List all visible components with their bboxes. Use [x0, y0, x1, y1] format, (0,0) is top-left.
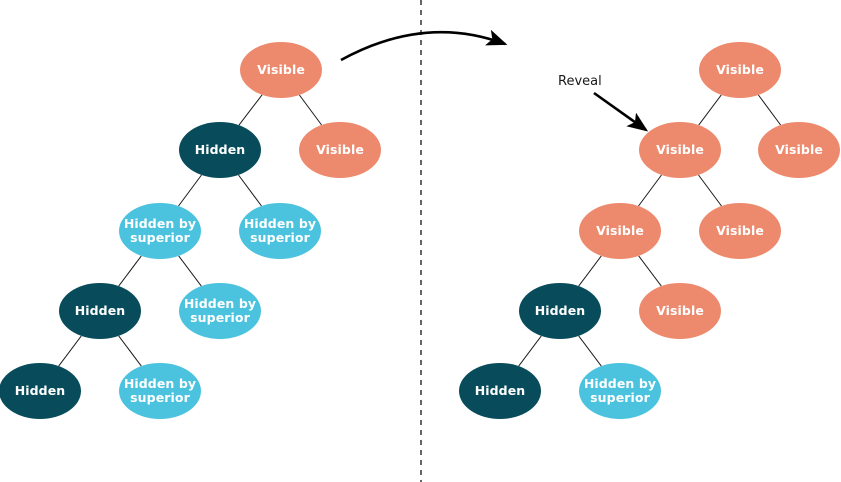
tree-node-visible[interactable]: Visible [240, 42, 322, 98]
tree-node-hidden[interactable]: Hidden [519, 283, 601, 339]
tree-edge [638, 174, 662, 207]
tree-node-label: Hidden by superior [583, 376, 657, 405]
right-tree-edges [518, 94, 782, 367]
tree-node-label: Visible [316, 142, 364, 157]
tree-node-label: Hidden [74, 303, 126, 318]
tree-node-label: Visible [716, 223, 764, 238]
tree-edge [178, 174, 202, 207]
tree-node-visible[interactable]: Visible [699, 42, 781, 98]
tree-edge [578, 255, 602, 287]
tree-node-label: Hidden [14, 383, 66, 398]
tree-node-hidden-by-superior[interactable]: Hidden by superior [179, 283, 261, 339]
tree-node-label: Visible [656, 303, 704, 318]
tree-node-visible[interactable]: Visible [639, 122, 721, 178]
tree-edge [118, 335, 142, 367]
tree-edge [238, 94, 263, 126]
reveal-pointer-arrow [593, 91, 649, 132]
tree-edge [178, 255, 202, 287]
left-tree-edges [58, 94, 323, 367]
tree-node-hidden[interactable]: Hidden [0, 363, 81, 419]
tree-node-hidden[interactable]: Hidden [179, 122, 261, 178]
tree-node-hidden-by-superior[interactable]: Hidden by superior [239, 203, 321, 259]
tree-edge [698, 94, 722, 126]
tree-edge [518, 335, 542, 367]
tree-node-label: Hidden by superior [123, 376, 197, 405]
tree-node-hidden[interactable]: Hidden [459, 363, 541, 419]
tree-edge [757, 94, 782, 126]
tree-edge [298, 94, 323, 126]
tree-node-visible[interactable]: Visible [758, 122, 840, 178]
tree-node-hidden[interactable]: Hidden [59, 283, 141, 339]
tree-node-label: Hidden by superior [123, 216, 197, 245]
tree-node-label: Visible [257, 62, 305, 77]
transition-curved-arrow [340, 29, 508, 62]
tree-edge [118, 255, 142, 287]
tree-node-hidden-by-superior[interactable]: Hidden by superior [579, 363, 661, 419]
tree-node-visible[interactable]: Visible [639, 283, 721, 339]
tree-node-hidden-by-superior[interactable]: Hidden by superior [119, 363, 201, 419]
tree-edge [58, 335, 82, 367]
tree-node-hidden-by-superior[interactable]: Hidden by superior [119, 203, 201, 259]
tree-node-label: Visible [775, 142, 823, 157]
tree-node-label: Hidden [534, 303, 586, 318]
tree-edge [638, 255, 662, 287]
tree-node-label: Hidden [194, 142, 246, 157]
tree-node-label: Visible [596, 223, 644, 238]
tree-node-visible[interactable]: Visible [299, 122, 381, 178]
tree-edge [698, 174, 722, 207]
tree-node-label: Hidden [474, 383, 526, 398]
tree-node-label: Visible [716, 62, 764, 77]
tree-edge [238, 174, 262, 207]
tree-node-visible[interactable]: Visible [699, 203, 781, 259]
tree-node-visible[interactable]: Visible [579, 203, 661, 259]
tree-edge [578, 335, 602, 367]
tree-node-label: Hidden by superior [183, 296, 257, 325]
tree-node-label: Visible [656, 142, 704, 157]
reveal-annotation-label: Reveal [558, 74, 602, 89]
tree-node-label: Hidden by superior [243, 216, 317, 245]
